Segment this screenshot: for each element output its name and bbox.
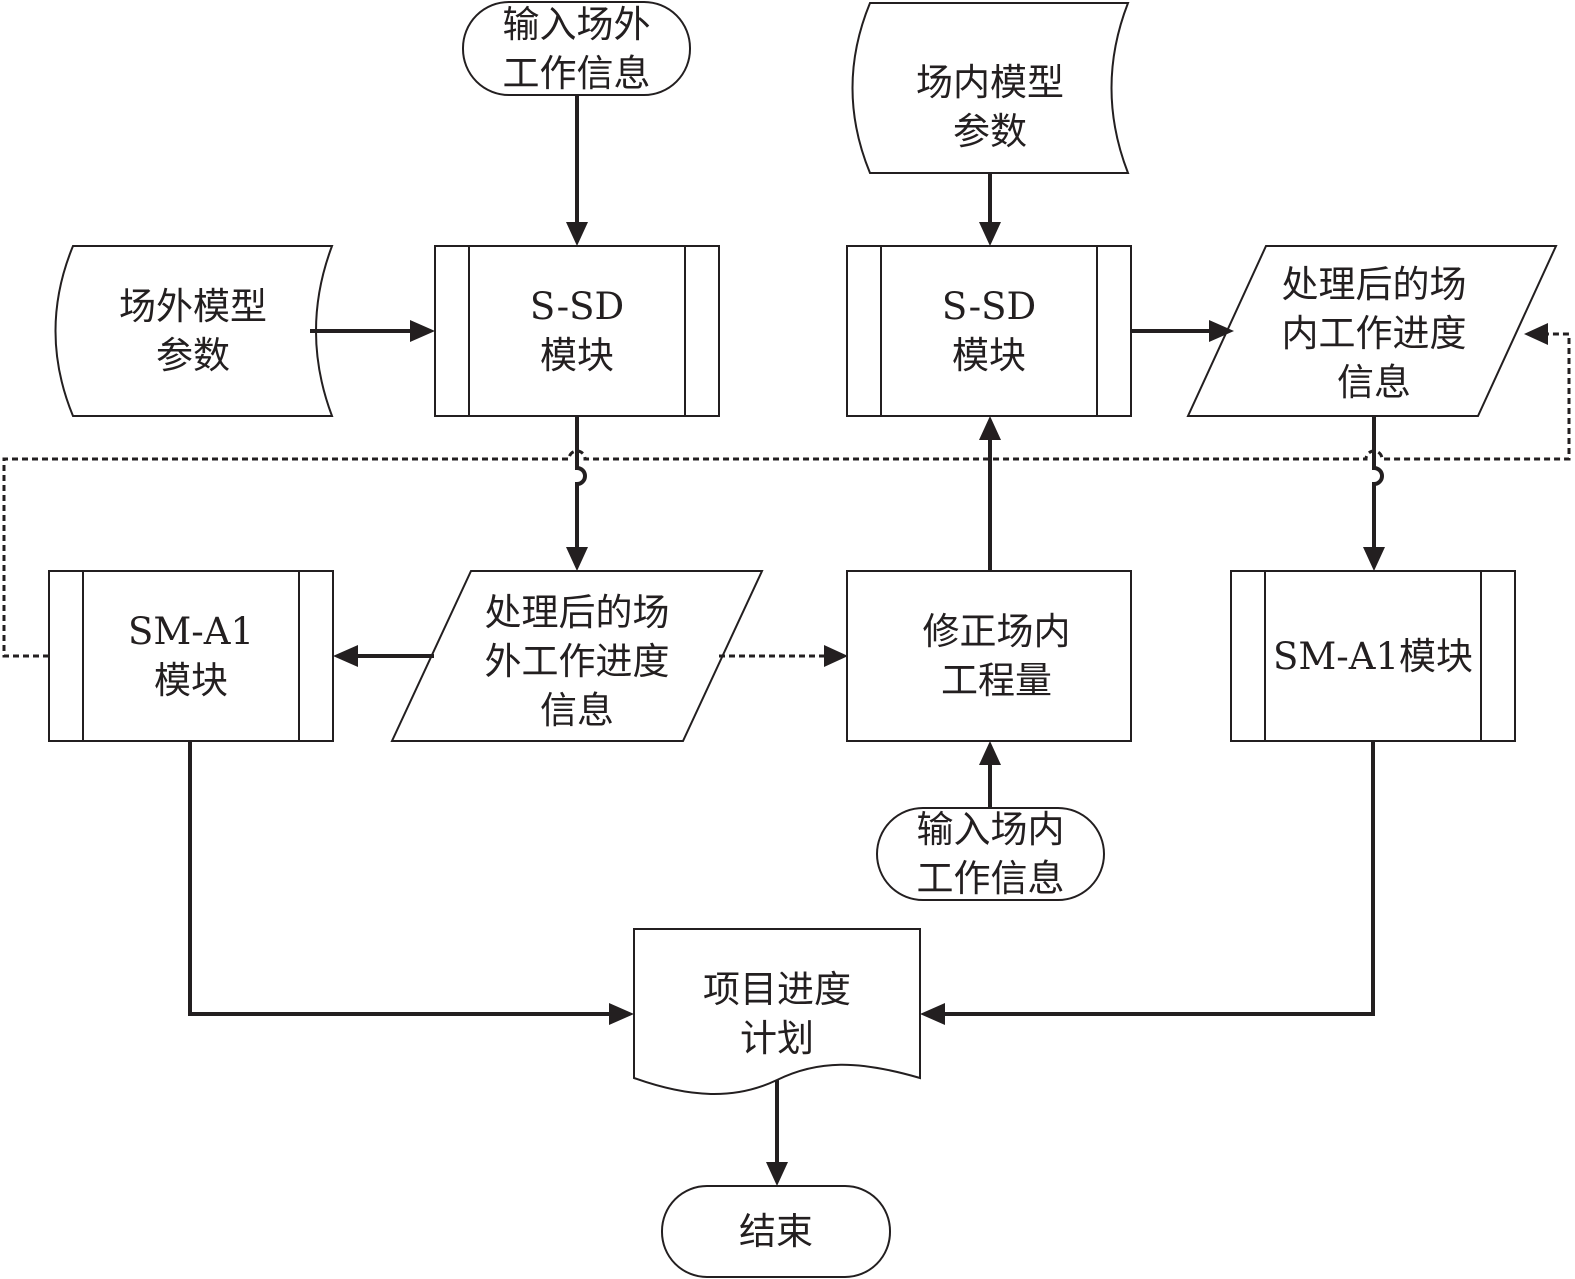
ssd-left-label: S-SD 模块 — [529, 285, 625, 377]
process-ssd-left-shape — [434, 245, 720, 417]
input-offsite-label: 输入场外 工作信息 — [502, 2, 651, 95]
schedule-label: 项目进度 计划 — [703, 968, 851, 1060]
arrowhead — [333, 645, 358, 667]
arrowhead — [1363, 547, 1385, 571]
data-processed-onsite-shape — [1186, 245, 1558, 417]
process-sma1-right-shape — [1230, 570, 1516, 742]
stored-data-onsite-model-shape — [851, 2, 1130, 174]
arrowhead — [1209, 320, 1234, 342]
arrowhead — [920, 1003, 945, 1025]
sma1-right-label: SM-A1模块 — [1273, 634, 1473, 678]
processed-onsite-label: 处理后的场 内工作进度 信息 — [1281, 262, 1467, 404]
arrowhead — [1524, 323, 1548, 345]
sma1-left-label: SM-A1 模块 — [128, 610, 254, 702]
correct-quantity-label: 修正场内 工程量 — [922, 610, 1071, 702]
flow-sma1-right-to-schedule — [942, 741, 1375, 1016]
arrowhead — [566, 222, 588, 246]
feedback-sma1-left-to-processed-onsite — [2, 332, 1571, 658]
arrowhead — [410, 320, 435, 342]
offsite-model-params-label: 场外模型 参数 — [119, 285, 267, 377]
flow-sma1-left-to-schedule — [188, 741, 612, 1016]
arrowhead — [979, 222, 1001, 246]
stored-data-offsite-model-shape — [54, 245, 334, 417]
arrowhead — [566, 547, 588, 571]
arrowhead — [979, 741, 1001, 765]
flow-ssd-left-to-processed-offsite — [575, 416, 587, 549]
data-processed-offsite-shape — [390, 570, 764, 742]
ssd-right-label: S-SD 模块 — [941, 285, 1037, 377]
arrowhead — [766, 1162, 788, 1186]
flow-processed-onsite-to-sma1 — [1372, 416, 1384, 549]
processed-offsite-label: 处理后的场 外工作进度 信息 — [484, 590, 670, 732]
arrowhead — [979, 416, 1001, 440]
process-ssd-right-shape — [846, 245, 1132, 417]
terminal-end-shape — [661, 1185, 891, 1278]
arrowhead — [824, 645, 848, 667]
document-schedule-shape — [633, 928, 921, 1096]
arrowhead — [609, 1003, 634, 1025]
input-onsite-label: 输入场内 工作信息 — [916, 808, 1065, 900]
process-sma1-left-shape — [48, 570, 334, 742]
onsite-model-params-label: 场内模型 参数 — [916, 61, 1064, 153]
end-label: 结束 — [739, 1210, 813, 1253]
